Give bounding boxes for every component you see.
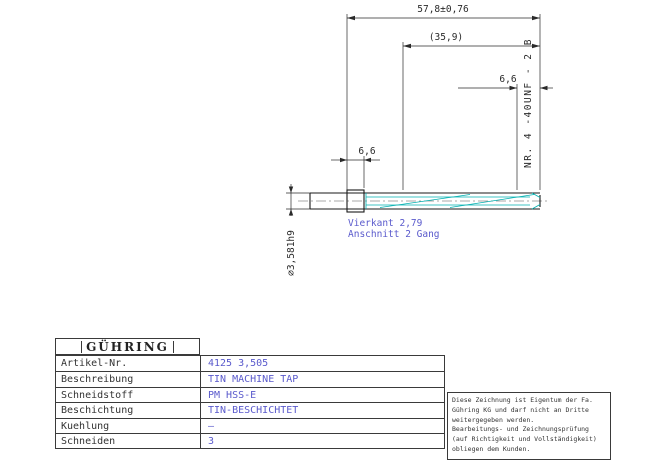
dimension-square-length: 6,6 — [331, 146, 380, 188]
table-row-schneidstoff: Schneidstoff PM HSS-E — [56, 386, 444, 403]
tap-body — [309, 189, 541, 213]
row-label: Beschreibung — [56, 372, 201, 387]
row-value: TIN-BESCHICHTET — [208, 405, 299, 417]
row-value: – — [208, 420, 215, 432]
table-row-beschreibung: Beschreibung TIN MACHINE TAP — [56, 371, 444, 387]
row-value: TIN MACHINE TAP — [208, 374, 299, 386]
guhring-logo: GÜHRING — [55, 338, 200, 355]
row-value: 3 — [208, 435, 215, 447]
row-value: PM HSS-E — [208, 389, 257, 401]
row-label: Artikel-Nr. — [56, 356, 201, 372]
thread-detail — [365, 192, 541, 210]
thread-spec-label: NR. 4 -40UNF - 2 B — [523, 38, 534, 168]
dim-square-text: 6,6 — [358, 146, 375, 157]
note-anschnitt: Anschnitt 2 Gang — [348, 229, 440, 240]
dimension-shank-diameter: ⌀3,581h9 — [286, 184, 310, 276]
spec-table: Artikel-Nr. 4125 3,505 Beschreibung TIN … — [55, 355, 445, 450]
tip-chamfer-bottom — [531, 204, 541, 210]
dimension-total-length: 57,8±0,76 — [346, 4, 541, 190]
row-label: Beschichtung — [56, 403, 201, 418]
dim-inner-text: (35,9) — [429, 32, 463, 43]
ownership-disclaimer: Diese Zeichnung ist Eigentum der Fa. Güh… — [447, 392, 611, 460]
guhring-logo-text: GÜHRING — [81, 340, 174, 353]
square-drive — [346, 189, 365, 213]
table-row-schneiden: Schneiden 3 — [56, 432, 444, 449]
note-vierkant: Vierkant 2,79 — [348, 218, 423, 229]
tip-chamfer-top — [531, 192, 541, 198]
dimension-chamfer-length: 6,6 — [458, 74, 553, 190]
table-row-beschichtung: Beschichtung TIN-BESCHICHTET — [56, 402, 444, 418]
dimension-thread-length: (35,9) — [402, 32, 540, 190]
row-label: Schneidstoff — [56, 387, 201, 403]
table-row-artikel: Artikel-Nr. 4125 3,505 — [56, 356, 444, 372]
row-value: 4125 3,505 — [208, 358, 269, 369]
row-label: Schneiden — [56, 433, 201, 449]
dim-tip-text: 6,6 — [499, 74, 516, 85]
technical-drawing: 57,8±0,76 (35,9) 6,6 6,6 — [286, 4, 553, 276]
dim-total-text: 57,8±0,76 — [417, 4, 469, 15]
diameter-label: ⌀3,581h9 — [286, 230, 297, 276]
row-label: Kuehlung — [56, 418, 201, 433]
table-row-kuehlung: Kuehlung – — [56, 417, 444, 433]
